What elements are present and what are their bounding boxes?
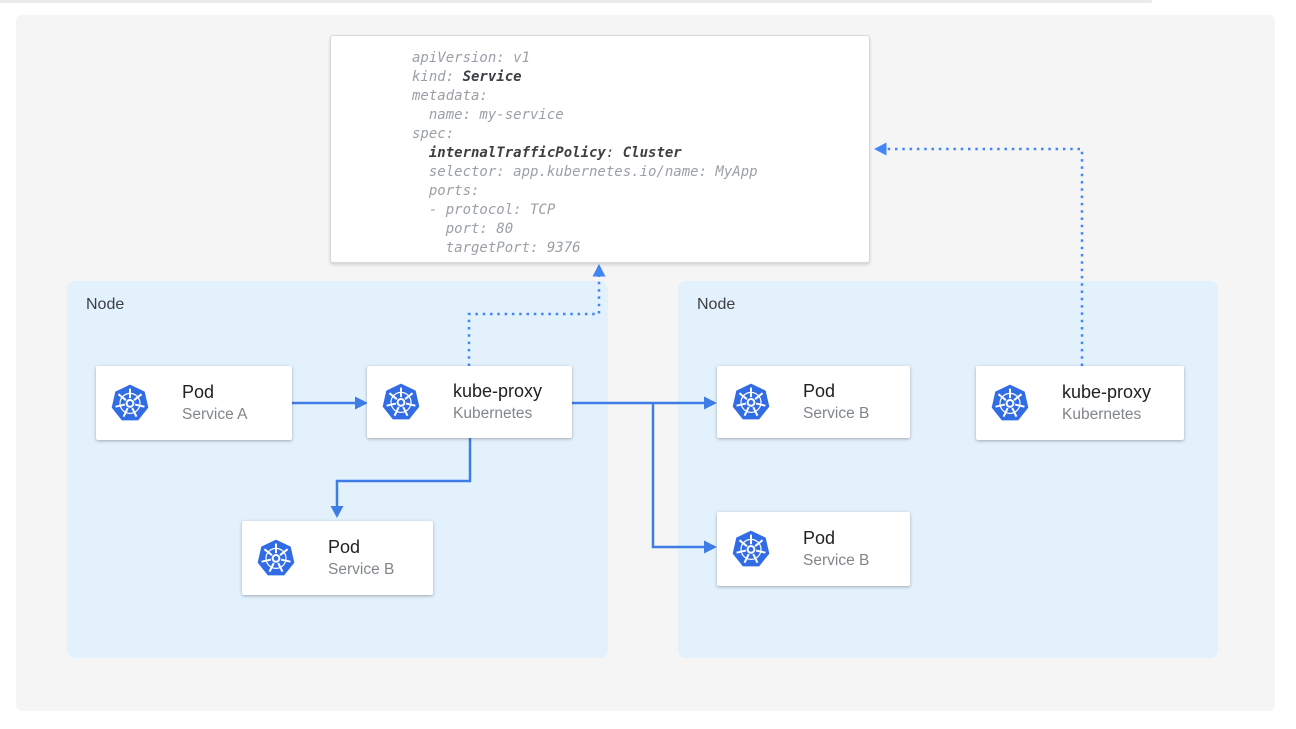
entity-subtitle: Kubernetes	[1062, 406, 1142, 423]
kubernetes-icon	[257, 539, 295, 576]
entity-subtitle: Service B	[803, 552, 870, 569]
entity-subtitle: Service B	[803, 405, 870, 422]
top-border-line	[0, 0, 1152, 3]
entity-subtitle: Service B	[328, 561, 395, 578]
service-yaml-panel: apiVersion: v1 kind: Service metadata: n…	[330, 35, 870, 263]
node-label: Node	[697, 296, 736, 313]
entity-title: Pod	[182, 382, 215, 402]
kubernetes-icon	[382, 383, 420, 420]
kubernetes-icon	[111, 384, 149, 421]
entity-subtitle: Service A	[182, 406, 248, 423]
kube-proxy-right-card: kube-proxy Kubernetes	[976, 366, 1184, 440]
entity-title: Pod	[803, 381, 836, 401]
kubernetes-icon	[732, 383, 770, 420]
entity-title: Pod	[328, 537, 361, 557]
pod-service-b-left-card: Pod Service B	[242, 521, 433, 595]
kubernetes-icon	[991, 384, 1029, 421]
node-right: Node	[678, 281, 1218, 658]
pod-service-a-card: Pod Service A	[96, 366, 292, 440]
pod-service-b-right-top-card: Pod Service B	[717, 366, 910, 438]
node-left: Node	[67, 281, 608, 658]
entity-subtitle: Kubernetes	[453, 405, 533, 422]
entity-title: kube-proxy	[1062, 382, 1152, 402]
node-label: Node	[86, 296, 125, 313]
yaml-code: apiVersion: v1 kind: Service metadata: n…	[412, 50, 758, 256]
kube-proxy-left-card: kube-proxy Kubernetes	[367, 366, 572, 438]
kubernetes-icon	[732, 530, 770, 567]
entity-title: Pod	[803, 528, 836, 548]
pod-service-b-right-bottom-card: Pod Service B	[717, 512, 910, 586]
entity-title: kube-proxy	[453, 381, 543, 401]
